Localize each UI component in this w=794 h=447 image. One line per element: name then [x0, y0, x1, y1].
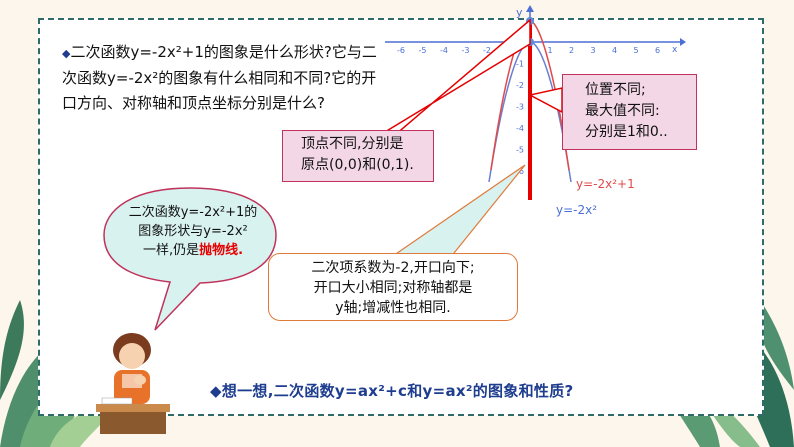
- callout-vertex: 顶点不同,分别是 原点(0,0)和(0,1).: [282, 130, 434, 182]
- student-line1: 二次函数y=-2x²+1的: [128, 205, 258, 220]
- student-line3-text: 一样,仍是: [142, 243, 200, 258]
- x-axis-arrow-icon: [680, 38, 686, 46]
- callout-vertex-line2: 原点(0,0)和(0,1).: [301, 157, 414, 173]
- y-tick-label: -1: [516, 60, 524, 69]
- callout-position: 位置不同; 最大值不同: 分别是1和0..: [562, 74, 697, 150]
- y-axis-arrow-icon: [526, 5, 534, 12]
- callout-same-line2: 开口大小相同;对称轴都是: [313, 280, 473, 296]
- x-tick-label: 5: [634, 46, 639, 55]
- student-bubble-text: 二次函数y=-2x²+1的 图象形状与y=-2x² 一样,仍是抛物线.: [118, 203, 268, 260]
- student-illustration: [96, 333, 170, 434]
- x-tick-label: -5: [419, 46, 427, 55]
- x-tick-label: 4: [612, 46, 617, 55]
- callout-position-line3: 分别是1和0..: [585, 124, 668, 140]
- bottom-question: ◆想一想,二次函数y=ax²+c和y=ax²的图象和性质?: [210, 382, 574, 400]
- y-axis-label: y: [516, 6, 523, 19]
- x-tick-label: -3: [462, 46, 470, 55]
- x-tick-label: 1: [548, 46, 553, 55]
- x-axis-label: x: [672, 45, 678, 55]
- y-tick-label: -4: [516, 124, 524, 133]
- x-tick-label: -6: [397, 46, 405, 55]
- callout-same: 二次项系数为-2,开口向下; 开口大小相同;对称轴都是 y轴;增减性也相同.: [268, 253, 518, 321]
- speech-bubble-shape: [103, 187, 277, 331]
- curve1-label: y=-2x²+1: [576, 177, 635, 191]
- x-tick-label: -2: [483, 46, 491, 55]
- curve2-label: y=-2x²: [556, 203, 597, 217]
- y-tick-label: -5: [516, 146, 524, 155]
- student-line3: 一样,仍是抛物线.: [118, 241, 268, 260]
- y-tick-label: -2: [516, 81, 524, 90]
- student-highlight: 抛物线.: [199, 243, 244, 258]
- bullet-icon: ◆: [62, 47, 71, 60]
- callout-position-line1: 位置不同;: [585, 82, 646, 98]
- x-tick-label: 6: [655, 46, 660, 55]
- student-line2: 图象形状与y=-2x²: [138, 224, 248, 239]
- callout-same-line1: 二次项系数为-2,开口向下;: [311, 260, 475, 276]
- x-tick-label: 2: [569, 46, 574, 55]
- y-tick-label: -3: [516, 103, 524, 112]
- x-tick-label: -4: [440, 46, 448, 55]
- question-text: 二次函数y=-2x²+1的图象是什么形状?它与二次函数y=-2x²的图象有什么相…: [62, 43, 377, 112]
- pointer-position: [527, 87, 563, 114]
- pointer-vertex: [377, 18, 531, 136]
- callout-vertex-line1: 顶点不同,分别是: [301, 136, 404, 152]
- callout-same-line3: y轴;增减性也相同.: [335, 300, 451, 316]
- x-tick-label: 3: [591, 46, 596, 55]
- question-paragraph: ◆二次函数y=-2x²+1的图象是什么形状?它与二次函数y=-2x²的图象有什么…: [62, 40, 384, 116]
- callout-position-line2: 最大值不同:: [585, 103, 660, 119]
